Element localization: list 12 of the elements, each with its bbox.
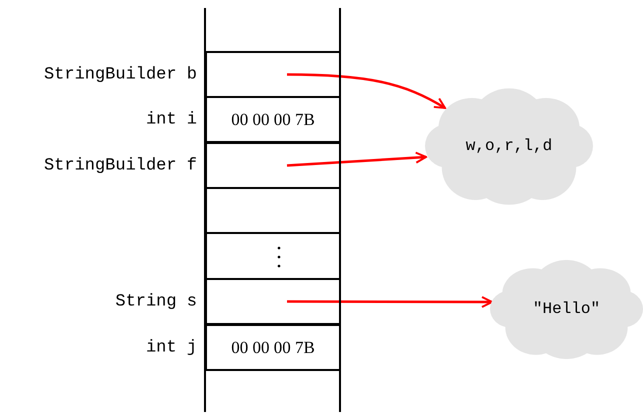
cell-value: 00 00 00 7B bbox=[231, 110, 315, 130]
object-value: w,o,r,l,d bbox=[466, 137, 552, 155]
variable-label: int j bbox=[146, 338, 197, 357]
variable-label: StringBuilder f bbox=[44, 156, 197, 175]
variable-label: int i bbox=[146, 110, 197, 129]
reference-arrow bbox=[287, 296, 493, 308]
reference-arrow bbox=[286, 73, 446, 110]
cell-value: 00 00 00 7B bbox=[231, 338, 315, 358]
reference-arrow bbox=[286, 152, 427, 167]
variable-label: StringBuilder b bbox=[44, 65, 197, 84]
object-value: "Hello" bbox=[532, 300, 600, 318]
variable-label: String s bbox=[115, 292, 197, 311]
